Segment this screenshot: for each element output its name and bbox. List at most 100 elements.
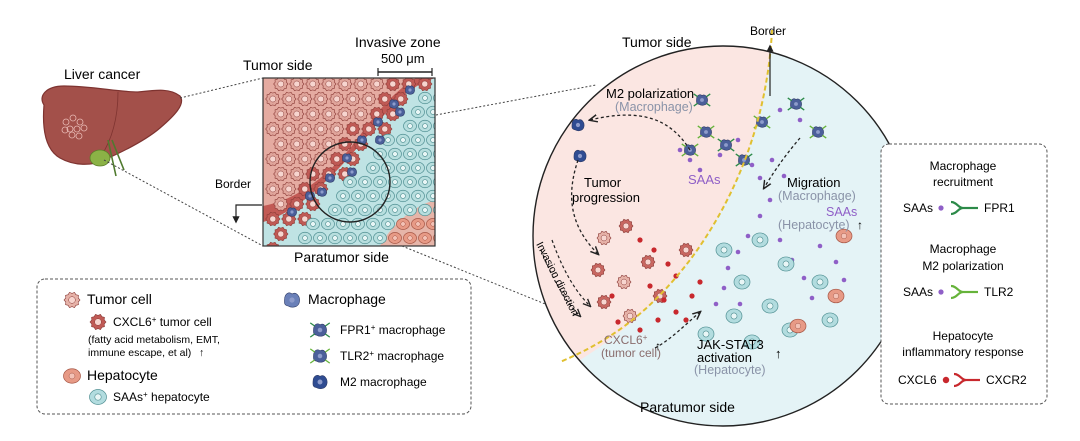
cxcl6-dot-icon [697,279,703,285]
hepatocyte-icon [418,147,432,161]
hepatocyte-icon [388,203,402,217]
hepatocyte-icon [373,203,387,217]
saas-dot-icon [777,107,783,113]
hepatocyte-icon [426,161,435,175]
tumor-label: Tumor [584,175,622,190]
cxcl6-tumor-cell-sub: (tumor cell) [601,346,661,360]
tumor-cell-icon [273,106,289,122]
legend-tumor-cell: Tumor cell [87,291,152,307]
hepatocyte-icon [336,189,350,203]
tissue-tumor-cells [265,78,433,246]
hepatocyte-icon [418,232,432,244]
tumor-cell-icon [313,121,329,137]
saas-dot-icon [757,175,763,181]
hepatocyte-icon [411,161,425,175]
zoom-circle [309,141,391,223]
hepatocyte-icon [396,133,410,147]
tumor-cell-icon [273,136,289,152]
hepatocyte-icon [351,189,365,203]
legend-tumor-cell-icon [63,292,81,308]
saas-hepatocyte-icon [733,274,751,290]
liver-cancer-label: Liver cancer [64,66,141,82]
tumor-cell-icon [297,151,313,167]
legend-tlr2-macrophage: TLR2+ macrophage [340,349,444,363]
activation-hepatocyte-sub: (Hepatocyte) [694,363,766,377]
tumor-cell-icon [353,106,369,122]
paratumor-side-label-right: Paratumor side [640,399,735,415]
tumor-cell-icon [616,274,632,290]
border-line [559,29,773,363]
saas-dot-icon [938,289,944,295]
hepatocyte-icon [343,231,357,245]
jak-stat3-label: JAK-STAT3 [697,337,764,352]
saas-dot-icon [697,167,703,173]
hepatocyte-icon [373,147,387,161]
zoom-line-circle-top [435,84,597,116]
progression-label: progression [572,190,640,205]
macrophage-icon [389,99,399,109]
hepatocyte-icon [298,231,312,245]
tumor-cell-icon [265,151,281,167]
saas-dot-icon [745,233,751,239]
polarization-tlr2: TLR2 [984,285,1014,299]
hepatocyte-title-2: inflammatory response [902,345,1024,359]
saas-hepatocyte-icon [761,298,779,314]
m2-macrophage-icon [571,119,585,132]
saas-dot-icon [713,301,719,307]
hepatocyte-icon [403,175,417,189]
hepatocyte-icon [418,91,432,105]
hepatocyte-icon [328,231,342,245]
legend-macrophage-icon [284,292,300,308]
legend-saas-hepatocyte: SAAs+ hepatocyte [113,390,210,404]
hepatocyte-icon [426,105,435,119]
tumor-cell-icon [313,91,329,107]
tumor-cell-icon [596,230,612,246]
hepatocyte-icon [381,133,395,147]
tumor-cell-icon [345,121,361,137]
hepatocyte-icon [426,133,435,147]
hepatocyte-icon [373,175,387,189]
tumor-cell-icon [289,106,305,122]
hepatocyte-icon [343,175,357,189]
saas-label-right: SAAs [826,205,857,219]
hepatocyte-icon [411,218,425,230]
tumor-cell-icon [281,91,297,107]
saas-hepatocyte-icon [821,312,839,328]
tumor-cell-icon [345,91,361,107]
saas-hepatocyte-icon [811,274,829,290]
polarization-saas: SAAs [903,285,933,299]
hepatocyte-icon [381,217,395,231]
tumor-side-label-left: Tumor side [243,57,313,73]
tumor-cell-icon [297,211,313,227]
hepatocyte-icon [411,105,425,119]
saas-dot-icon [757,213,763,219]
legend-cxcl6: CXCL6+ tumor cell [113,315,212,329]
tumor-cell-icon [618,218,634,234]
saas-dot-icon [769,157,775,163]
hepatocyte-icon [366,217,380,231]
macrophage-icon [373,117,383,127]
tumor-cell-icon [289,196,305,212]
macrophage-icon [287,207,297,217]
cxcl6-dot-icon [615,319,621,325]
hepatocyte-icon [396,161,410,175]
saas-dot-icon [801,275,807,281]
tumor-cell-icon [361,121,377,137]
tumor-cell-icon [305,166,321,182]
saas-dot-icon [717,152,723,158]
tumor-cell-icon [273,166,289,182]
tumor-cell-icon [305,196,321,212]
migration-label: Migration [787,175,840,190]
saas-up-arrow: ↑ [857,218,863,232]
tumor-cell-icon [273,226,289,242]
hepatocyte-title-1: Hepatocyte [933,329,994,343]
hepatocyte-icon [388,175,402,189]
saas-dot-icon [721,285,727,291]
hepatocyte-icon [403,232,417,244]
invasive-zone-label: Invasive zone [355,34,441,50]
cxcl6-dot-icon [689,293,695,299]
tumor-cell-icon [361,91,377,107]
hepatocyte-icon [418,203,432,217]
saas-dot-icon [938,205,944,211]
tumor-cell-icon [265,121,281,137]
